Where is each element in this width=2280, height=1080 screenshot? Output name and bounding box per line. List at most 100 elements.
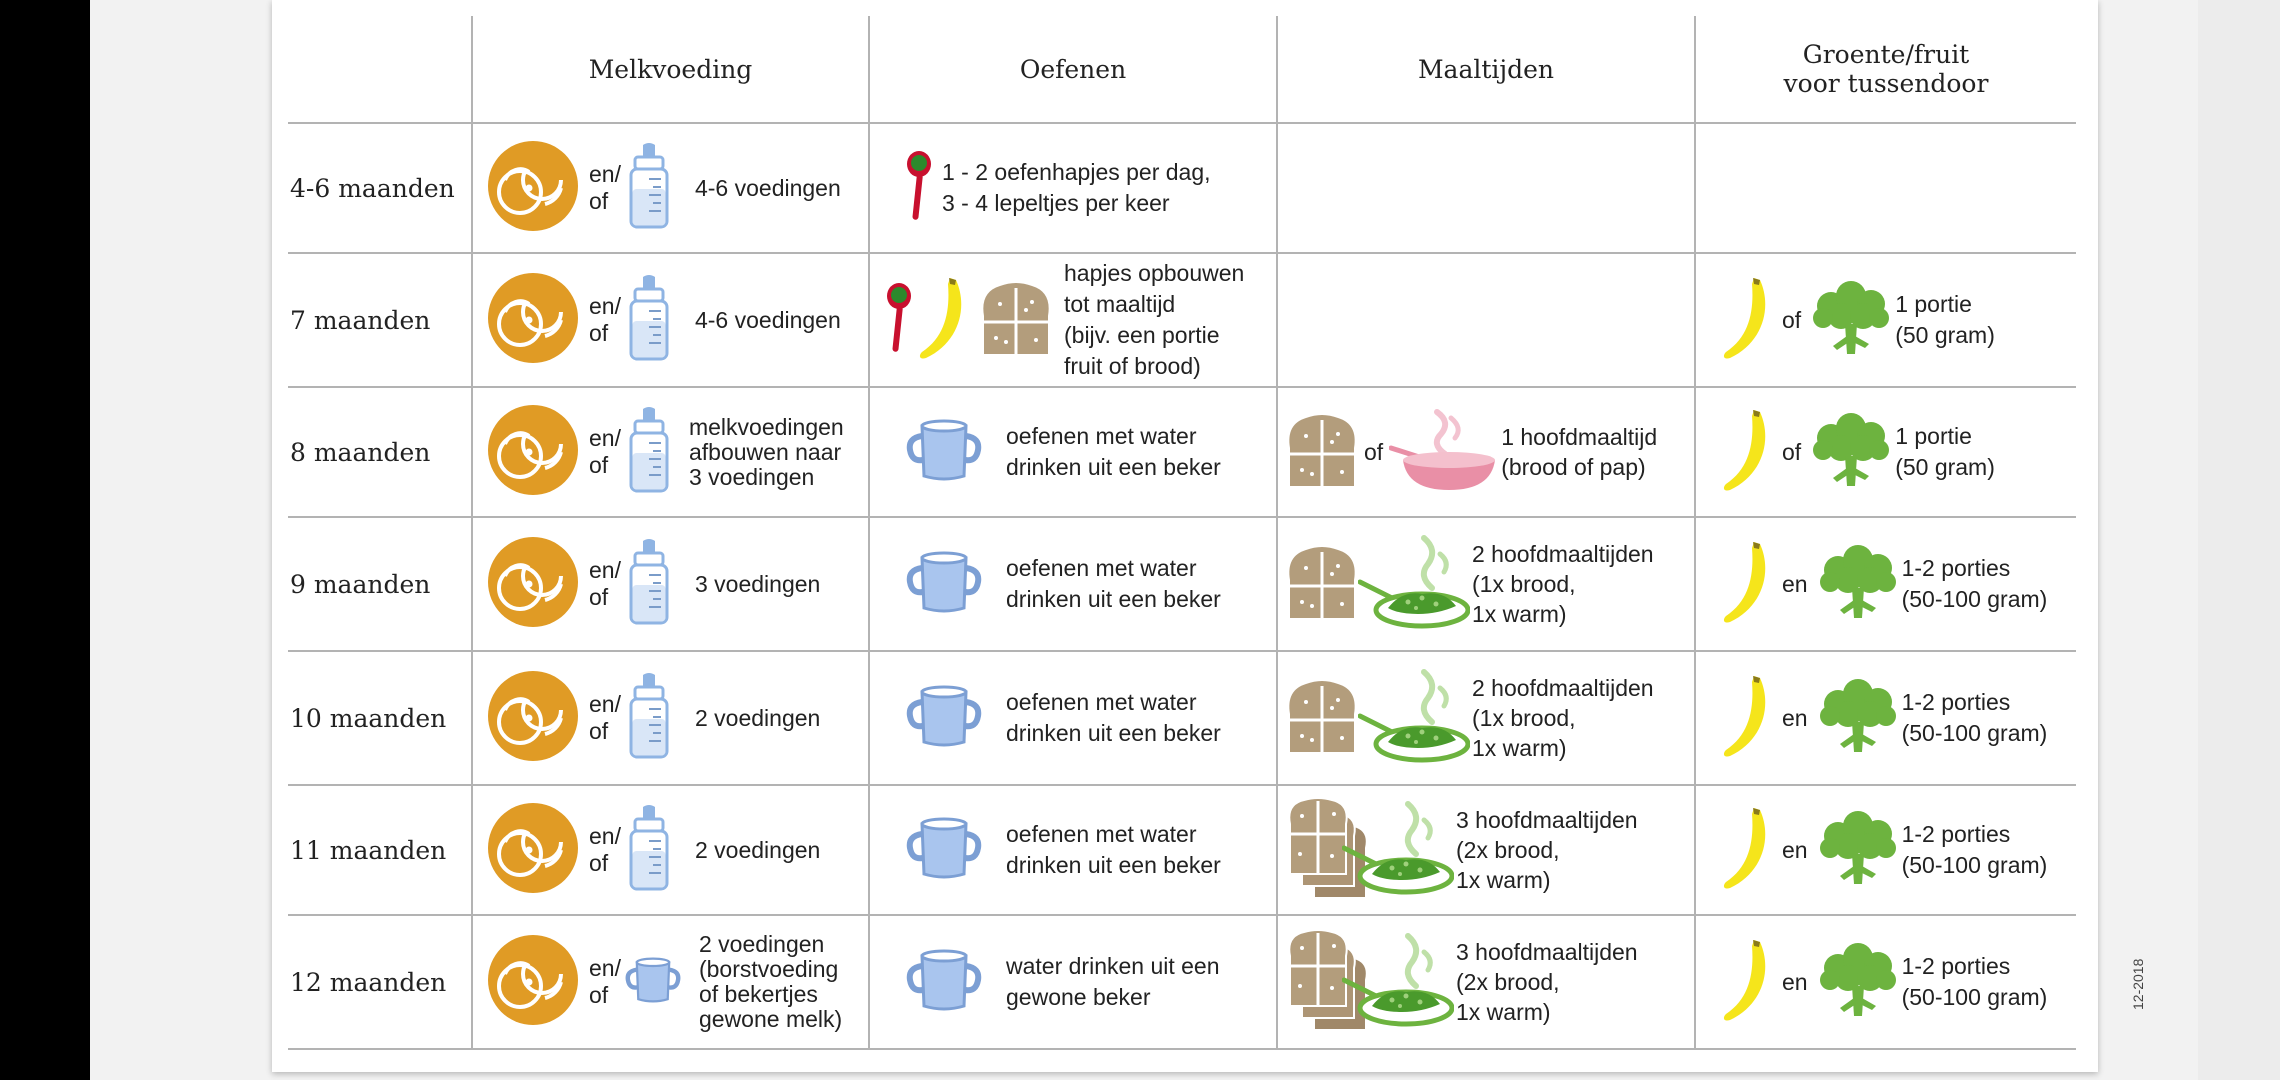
melkvoeding-text-line: 4-6 voedingen [694, 174, 841, 201]
en-of-label-top: en/ [589, 691, 621, 717]
header-age [288, 16, 473, 124]
table-row: 10 maanden en/of 2 voedingen oefenen met wa… [288, 651, 2076, 786]
maaltijden-text: 2 hoofdmaaltijden(1x brood,1x warm) [1472, 673, 1654, 763]
oefenen-text-line: oefenen met water [1006, 689, 1197, 715]
oefenen-text-line: oefenen met water [1006, 555, 1197, 581]
banana-icon [1720, 806, 1770, 895]
age-cell: 9 maanden [288, 517, 473, 652]
bread-stack-icon [1286, 928, 1382, 1037]
groente-fruit-text: 1-2 porties(50-100 gram) [1902, 819, 2048, 881]
cup-icon [906, 948, 982, 1017]
en-of-label: en/of [589, 293, 621, 347]
bottle-icon [627, 142, 671, 234]
groente-fruit-cell [1695, 123, 2076, 254]
melkvoeding-cell: en/of 2 voedingen [472, 785, 870, 916]
oefenen-text-line: 1 - 2 oefenhapjes per dag, [942, 159, 1211, 185]
bread-icon [1286, 678, 1358, 759]
oefenen-text: 1 - 2 oefenhapjes per dag, 3 - 4 lepeltje… [942, 157, 1211, 219]
age-cell: 10 maanden [288, 651, 473, 786]
warm-meal-icon [1341, 932, 1455, 1033]
maaltijden-text-line: 1x warm) [1456, 999, 1551, 1025]
maaltijden-text-line: 3 hoofdmaaltijden [1456, 807, 1638, 833]
breastfeeding-icon [487, 536, 579, 633]
melkvoeding-text-line: gewone melk) [698, 1006, 843, 1032]
maaltijden-text-line: (2x brood, [1456, 969, 1560, 995]
maaltijden-text: 1 hoofdmaaltijd (brood of pap) [1501, 422, 1657, 482]
bottle-icon [627, 274, 671, 366]
bread-icon [980, 280, 1052, 361]
en-of-label-top: en/ [589, 425, 621, 451]
bottle-icon [627, 804, 671, 896]
oefenen-text-line: 3 - 4 lepeltjes per keer [942, 190, 1170, 216]
header-groente-line2: voor tussendoor [1783, 69, 1989, 98]
maaltijden-text-line: 1 hoofdmaaltijd [1501, 424, 1658, 450]
maaltijden-cell: 2 hoofdmaaltijden(1x brood,1x warm) [1277, 651, 1696, 786]
en-of-label: en/of [589, 823, 621, 877]
en-of-label-top: en/ [589, 161, 621, 187]
breastfeeding-icon [487, 140, 579, 237]
footer-code: 12-2018 [2130, 958, 2146, 1010]
maaltijden-text-line: (2x brood, [1456, 837, 1560, 863]
melkvoeding-text-line: 3 voedingen [688, 463, 815, 490]
age-cell: 4-6 maanden [288, 123, 473, 254]
groente-fruit-text: 1-2 porties(50-100 gram) [1902, 687, 2048, 749]
oefenen-text-line: drinken uit een beker [1006, 586, 1221, 612]
right-margin [2198, 0, 2280, 1080]
maaltijden-text-line: 2 hoofdmaaltijden [1472, 675, 1654, 701]
en-of-label-bottom: of [589, 982, 609, 1008]
en-of-label-top: en/ [589, 293, 621, 319]
maaltijden-text-line: 2 hoofdmaaltijden [1472, 541, 1654, 567]
porridge-icon [1388, 408, 1499, 497]
melkvoeding-text-line: 2 voedingen [694, 704, 821, 731]
maaltijden-text-line: (brood of pap) [1501, 454, 1646, 480]
groente-fruit-text-line: (50-100 gram) [1901, 984, 2048, 1010]
en-of-label: en/of [589, 425, 621, 479]
spoon-icon [906, 150, 936, 227]
oefenen-text-line: drinken uit een beker [1006, 720, 1221, 746]
melkvoeding-cell: en/of 3 voedingen [472, 517, 870, 652]
en-of-label-top: en/ [589, 823, 621, 849]
groente-fruit-text-line: 1-2 porties [1901, 689, 2011, 715]
bottle-icon [627, 538, 671, 630]
melkvoeding-text-line: 2 voedingen [698, 931, 825, 957]
cup-icon [906, 684, 982, 753]
groente-fruit-text: 1-2 porties(50-100 gram) [1902, 951, 2048, 1013]
oefenen-text-line: water drinken uit een [1006, 953, 1220, 979]
oefenen-text-line: (bijv. een portie [1064, 322, 1220, 348]
melkvoeding-text: 2 voedingen [695, 703, 820, 734]
groente-fruit-text-line: (50-100 gram) [1901, 852, 2048, 878]
header-melkvoeding: Melkvoeding [472, 16, 870, 124]
broccoli-icon [1811, 412, 1891, 493]
melkvoeding-text-line: 2 voedingen [694, 836, 821, 863]
en-of-label-bottom: of [589, 452, 609, 478]
oefenen-cell: oefenen met water drinken uit een beker [869, 651, 1278, 786]
oefenen-text: oefenen met water drinken uit een beker [1006, 553, 1221, 615]
en-of-label: en/of [589, 557, 621, 611]
en-of-label-top: en/ [589, 557, 621, 583]
groente-fruit-text-line: 1-2 porties [1901, 555, 2011, 581]
cup-icon [906, 550, 982, 619]
cup-icon [906, 418, 982, 487]
melkvoeding-text: 3 voedingen [695, 569, 820, 600]
feeding-schedule-table: Melkvoeding Oefenen Maaltijden Groente/f… [288, 16, 2076, 1050]
maaltijden-cell [1277, 253, 1696, 388]
en-of-label: en/of [589, 691, 621, 745]
oefenen-text-line: hapjes opbouwen [1064, 260, 1245, 286]
